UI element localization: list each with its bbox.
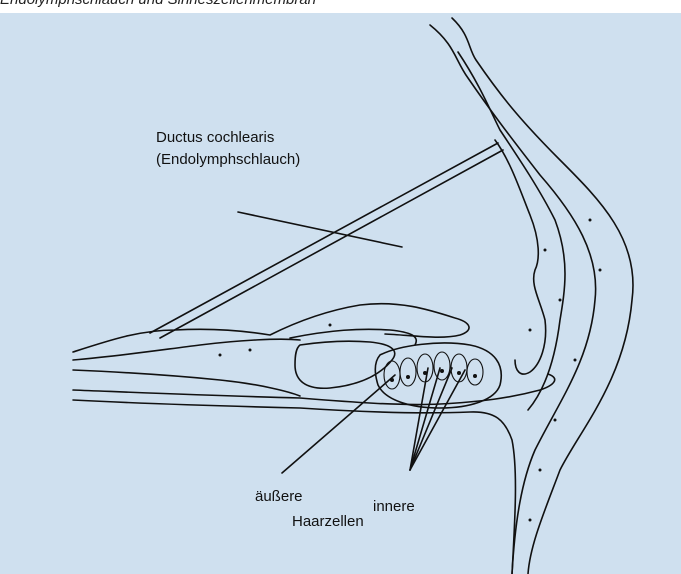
inner-hair-cells-label: innere: [373, 498, 415, 516]
stria-outer: [458, 52, 565, 410]
cochlea-diagram: [0, 13, 681, 574]
stria-inner: [495, 140, 546, 374]
outer-wall-outer: [452, 18, 633, 574]
outer-hair-cells-label: äußere: [255, 488, 303, 506]
figure-panel: Ductus cochlearis (Endolymphschlauch) äu…: [0, 13, 681, 574]
ductus-leader: [238, 212, 402, 247]
hair-cells-label: Haarzellen: [292, 513, 364, 531]
tunnel-chamber: [295, 341, 395, 388]
limbus-mid: [73, 339, 300, 360]
outer-wall-inner: [430, 25, 596, 574]
ductus-label-line1: Ductus cochlearis: [156, 129, 274, 147]
hair-cell-outlines: [384, 352, 483, 389]
limbus-top: [73, 304, 469, 352]
reissner-membrane-upper: [150, 143, 498, 333]
inner-leader-2: [410, 368, 452, 470]
figure-caption: Endolymphschlauch und Sinneszellenmembra…: [0, 0, 316, 8]
reissner-membrane-lower: [160, 150, 503, 338]
tectorial-membrane: [290, 329, 416, 345]
outer-leader: [282, 375, 395, 473]
basilar-bottom: [73, 400, 515, 574]
ductus-label-line2: (Endolymphschlauch): [156, 151, 300, 169]
